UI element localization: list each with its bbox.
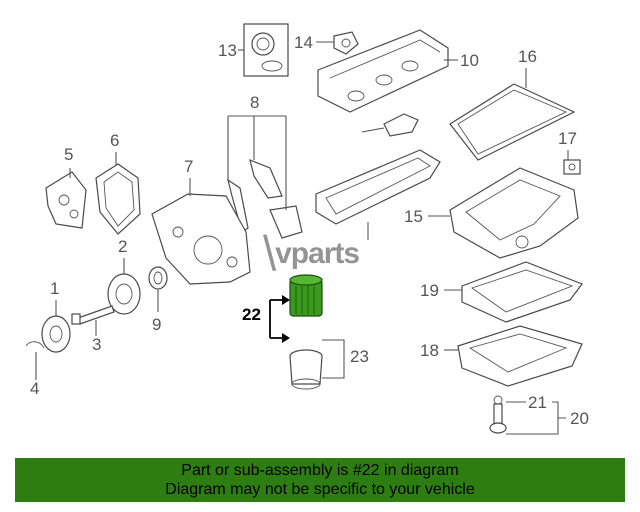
part-7-timing-cover [151,193,251,285]
part-4-key [25,341,45,349]
part-8-gaskets [227,159,303,239]
callout-22: 22 [242,305,261,324]
callout-16: 16 [518,47,537,66]
callout-8: 8 [250,93,259,112]
part-17-sensor [563,159,581,175]
part-16-gasket [449,83,576,161]
leader-22 [269,299,288,339]
leader-22-arrows [282,295,290,343]
watermark-mark: ╲ [258,237,276,270]
part-3-bolt [71,305,115,325]
part-18-oil-pan-lower [457,325,583,387]
callout-23: 23 [350,347,369,366]
callout-14: 14 [294,33,313,52]
callout-2: 2 [118,237,127,256]
leader-20 [506,401,566,435]
callout-15: 15 [404,207,423,226]
part-valve-gasket [315,149,441,225]
watermark-text: vparts [275,237,360,270]
callout-13: 13 [218,41,237,60]
leader-12 [361,127,385,133]
callout-17: 17 [558,129,577,148]
part-22-oil-filter [289,274,323,317]
leader-23 [322,339,345,379]
part-13-seal-kit [243,23,289,77]
part-14-sensor [333,31,359,55]
footer-line-1: Part or sub-assembly is #22 in diagram [181,462,459,479]
callout-9: 9 [152,315,161,334]
footer-banner: Part or sub-assembly is #22 in diagram D… [15,458,625,502]
part-5-cover [45,171,87,229]
part-12-seal [383,113,419,137]
part-9-seal [148,266,168,290]
watermark-logo: ╲vparts [258,236,360,271]
part-15-oil-pan [449,167,579,259]
part-10-valve-cover [317,29,449,113]
callout-19: 19 [420,281,439,300]
callout-6: 6 [110,131,119,150]
leader-8 [227,115,287,210]
part-1-damper [41,315,71,353]
part-23-filter-housing [289,349,323,390]
footer-line-2: Diagram may not be specific to your vehi… [165,481,475,498]
callout-5: 5 [64,145,73,164]
callout-1: 1 [50,279,59,298]
part-6-gasket [95,163,141,235]
part-21-drain-plug [489,395,507,434]
callout-20: 20 [570,409,589,428]
callout-10: 10 [460,51,479,70]
callout-18: 18 [420,341,439,360]
part-19-gasket [461,261,583,323]
callout-3: 3 [92,335,101,354]
callout-21: 21 [528,393,547,412]
callout-4: 4 [30,379,39,398]
callout-7: 7 [184,157,193,176]
